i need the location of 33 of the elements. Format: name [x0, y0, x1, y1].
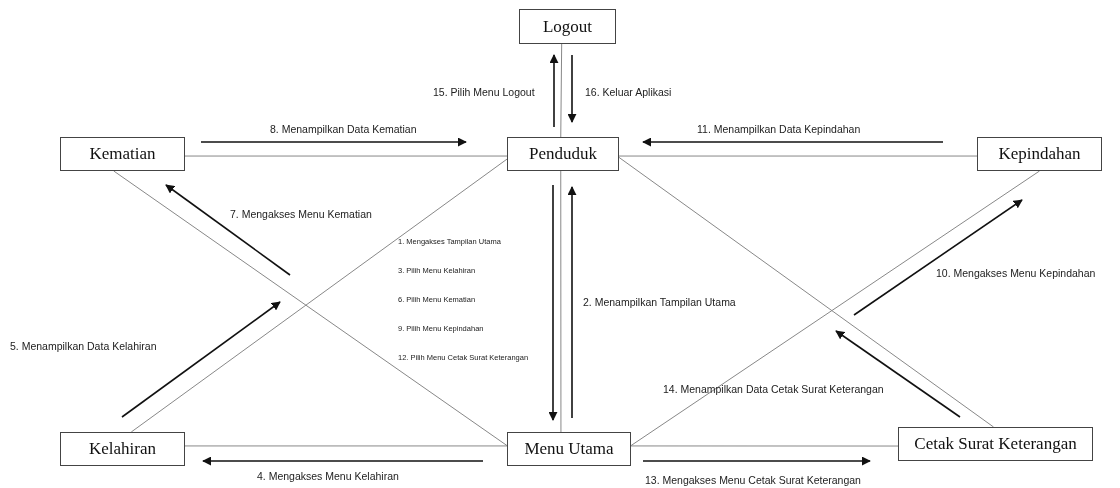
object-box: [60, 137, 185, 171]
object-box: [977, 137, 1102, 171]
link-line: [560, 43, 563, 138]
object-name: Kematian: [89, 144, 156, 164]
object-box: [507, 432, 631, 466]
message-label: 5. Menampilkan Data Kelahiran: [10, 340, 157, 352]
link-line: [560, 170, 562, 433]
message-label: 4. Mengakses Menu Kelahiran: [257, 470, 399, 482]
message-label: 2. Menampilkan Tampilan Utama: [583, 296, 736, 308]
object-box: [519, 9, 616, 44]
message-label: 7. Mengakses Menu Kematian: [230, 208, 372, 220]
message-label: 11. Menampilkan Data Kepindahan: [697, 123, 861, 135]
object-name: Penduduk: [529, 144, 597, 164]
message-label: 14. Menampilkan Data Cetak Surat Keterangan: [663, 383, 884, 395]
message-label: 13. Mengakses Menu Cetak Surat Keterangan: [645, 474, 861, 486]
object-name: Kepindahan: [998, 144, 1081, 164]
object-box: [898, 427, 1093, 461]
link-line: [184, 445, 508, 447]
link-line: [618, 155, 978, 157]
object-box: [507, 137, 619, 171]
message-label: 8. Menampilkan Data Kematian: [270, 123, 417, 135]
link-line: [184, 155, 508, 157]
message-label: 15. Pilih Menu Logout: [433, 86, 535, 98]
object-name: Kelahiran: [89, 439, 156, 459]
message-label: 16. Keluar Aplikasi: [585, 86, 672, 98]
object-name: Menu Utama: [524, 439, 614, 459]
message-label: 10. Mengakses Menu Kepindahan: [936, 267, 1096, 279]
object-name: Cetak Surat Keterangan: [914, 434, 1077, 454]
link-line: [630, 445, 899, 447]
link-line: [630, 170, 1040, 447]
link-line: [618, 156, 995, 428]
object-name: Logout: [542, 16, 593, 37]
object-box: [60, 432, 185, 466]
